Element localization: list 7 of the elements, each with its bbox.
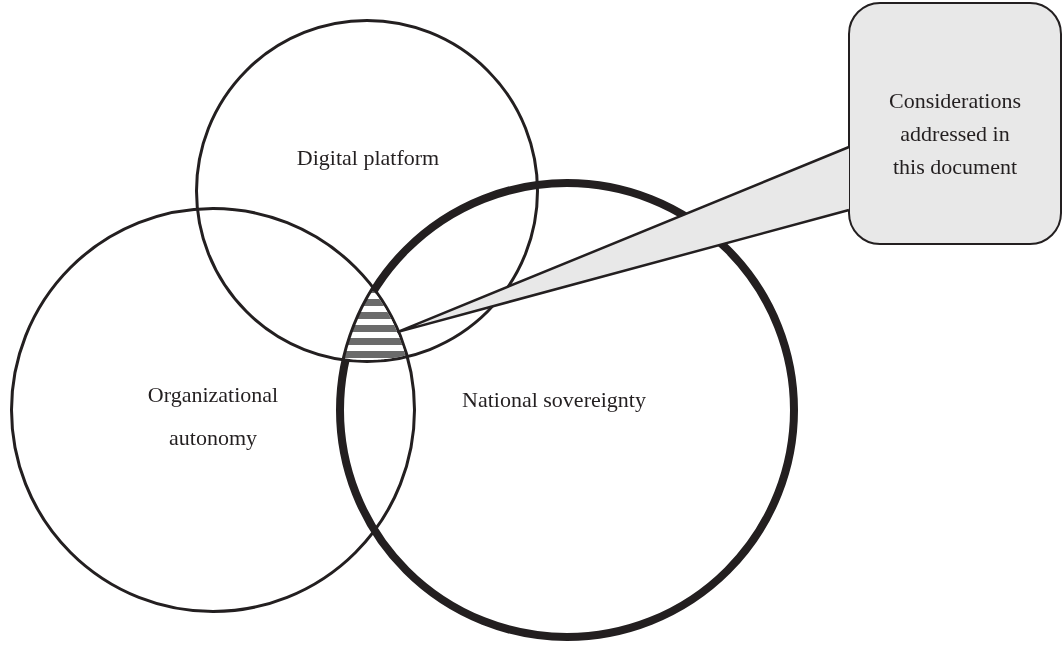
set-label: Digital platform (295, 144, 441, 172)
hatched-area (345, 290, 406, 360)
callout-pointer (395, 145, 851, 334)
set-label: National sovereignty (461, 386, 647, 414)
callout-box (848, 2, 1062, 245)
callout-text: Considerations addressed in this document (888, 87, 1022, 181)
set-label: Organizational autonomy (146, 381, 280, 452)
